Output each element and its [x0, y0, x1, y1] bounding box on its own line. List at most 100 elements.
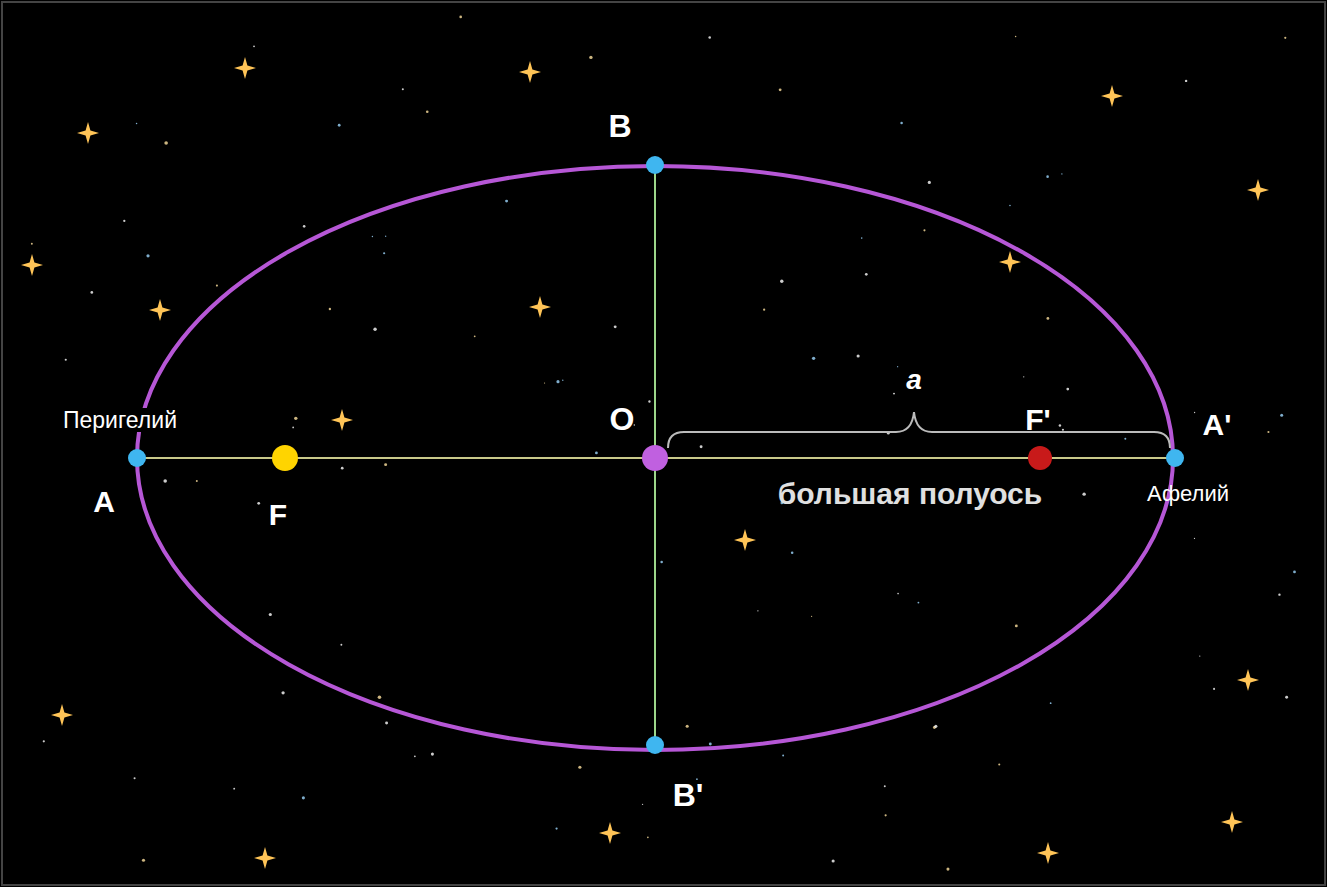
bright-star [254, 847, 276, 869]
star-dot [1023, 376, 1024, 377]
second-focus [1028, 446, 1052, 470]
star-dot [1194, 412, 1195, 413]
star-dot [763, 309, 765, 311]
star-dot [31, 243, 33, 245]
star-dot [791, 551, 794, 554]
star-dot [384, 463, 387, 466]
star-dot [917, 602, 919, 604]
star-dot [426, 110, 429, 113]
star-dot [43, 740, 45, 742]
star-dot [555, 827, 557, 829]
perihelion-label: Перигелий [60, 408, 180, 432]
star-dot [136, 123, 137, 124]
bright-star [519, 61, 541, 83]
star-dot [884, 785, 886, 787]
bright-star [529, 296, 551, 318]
star-dot [1185, 80, 1187, 82]
star-dot [90, 291, 93, 294]
star-dot [642, 804, 643, 805]
star-dot [782, 755, 784, 757]
star-dot [648, 400, 650, 402]
vertex-label: B' [670, 779, 707, 813]
star-dot [196, 480, 198, 482]
bright-star [999, 251, 1021, 273]
star-dot [1059, 424, 1061, 426]
star-dot [897, 593, 899, 595]
minor-vertex-point [646, 156, 664, 174]
star-dot [1066, 388, 1069, 391]
bright-star [21, 254, 43, 276]
star-dot [303, 225, 306, 228]
semi-axis-label: a [903, 365, 925, 394]
star-dot [340, 644, 342, 646]
star-dot [861, 237, 863, 239]
star-dot [923, 229, 925, 231]
star-dot [708, 36, 711, 39]
star-dot [1284, 37, 1286, 39]
bright-star [1247, 179, 1269, 201]
star-dot [338, 124, 341, 127]
star-dot [65, 359, 67, 361]
focus-label: F [266, 499, 290, 531]
bright-star [1221, 811, 1243, 833]
bright-star [734, 529, 756, 551]
star-dot [341, 467, 344, 470]
star-dot [1046, 317, 1049, 320]
star-dot [431, 753, 434, 756]
star-dot [832, 859, 835, 862]
bright-star [149, 299, 171, 321]
semi-axis-brace [668, 412, 1170, 448]
star-dot [1267, 431, 1269, 433]
star-dot [897, 366, 898, 367]
star-dot [660, 561, 663, 564]
star-dot [578, 766, 581, 769]
star-dot [779, 88, 782, 91]
star-dot [900, 122, 903, 125]
star-dot [123, 220, 125, 222]
star-dot [281, 691, 284, 694]
star-dot [709, 743, 712, 746]
star-dot [253, 45, 255, 47]
star-dot [1009, 205, 1011, 207]
star-dot [459, 16, 462, 19]
star-dot [928, 181, 931, 184]
star-dot [385, 236, 386, 237]
bright-star [1101, 85, 1123, 107]
bright-star [599, 822, 621, 844]
star-dot [1280, 414, 1283, 417]
bright-star [51, 704, 73, 726]
star-dot [269, 613, 272, 616]
star-dot [474, 335, 476, 337]
star-dot [1124, 438, 1126, 440]
star-field [21, 16, 1296, 871]
bright-star [331, 409, 353, 431]
star-dot [1285, 696, 1288, 699]
star-dot [292, 427, 294, 429]
minor-vertex-point [646, 736, 664, 754]
center-label: O [607, 403, 638, 437]
star-dot [885, 814, 887, 816]
star-dot [302, 796, 305, 799]
vertex-label: B [605, 110, 634, 144]
star-dot [1061, 173, 1062, 174]
star-dot [857, 354, 860, 357]
aphelion-point [1166, 449, 1184, 467]
bright-star [234, 57, 256, 79]
star-dot [134, 777, 136, 779]
star-dot [934, 725, 937, 728]
star-dot [1213, 688, 1215, 690]
star-dot [700, 445, 703, 448]
star-dot [378, 696, 382, 700]
star-dot [1050, 702, 1052, 704]
star-dot [383, 252, 385, 254]
star-dot [1278, 593, 1280, 595]
star-dot [686, 725, 689, 728]
star-dot [385, 722, 388, 725]
star-dot [865, 273, 868, 276]
star-dot [163, 479, 167, 483]
star-dot [294, 417, 297, 420]
star-dot [544, 382, 545, 383]
